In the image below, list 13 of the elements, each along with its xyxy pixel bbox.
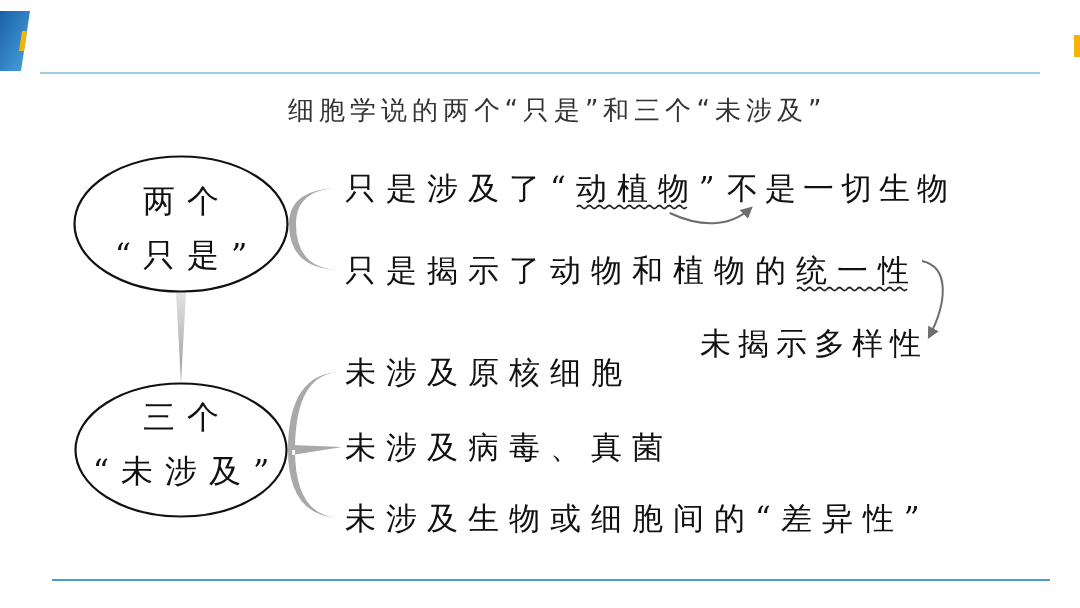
branch-text: 只是揭示了动物和植物的统一性 [345,247,919,293]
branch-text: 只是涉及了“动植物” [345,165,725,211]
curved-arrow [921,260,944,340]
ellipse-node: 三个“未涉及” [74,382,288,518]
curved-arrow [668,206,753,225]
branch-text: 未涉及原核细胞 [345,349,632,395]
note-text: 不是一切生物 [727,165,955,211]
title: 细胞学说的两个“只是”和三个“未涉及” [287,94,827,127]
branch-text: 未涉及病毒、真菌 [345,424,673,470]
ellipse-node: 两个“只是” [73,155,289,293]
note-text: 未揭示多样性 [700,320,928,366]
branch-text: 未涉及生物或细胞间的“差异性” [345,495,930,541]
brace-connector [288,372,342,518]
